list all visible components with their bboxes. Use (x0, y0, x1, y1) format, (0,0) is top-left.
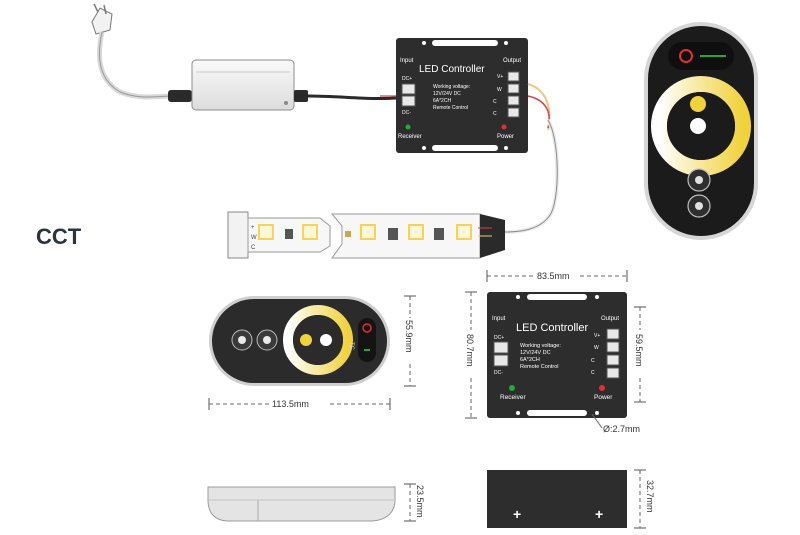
strip-pin-plus-label: + (251, 225, 255, 231)
remote-front-view: TC (209, 296, 390, 386)
controller-dc-plus-label: DC+ (494, 335, 504, 341)
controller-out-c1-label: C (591, 358, 595, 364)
dimensions-hole-diameter-label: Ø:2.7mm (603, 424, 640, 434)
remote-height-dimension: 55.9mm (404, 295, 416, 387)
plus-mark-label: + (513, 506, 521, 522)
controller-height-dimension: 80.7mm (465, 291, 477, 419)
controller-dc-minus-label: DC- (494, 370, 503, 376)
output-wires (504, 83, 560, 234)
controller-power-label: Power (594, 394, 613, 401)
controller-top-input-label: Input (400, 58, 414, 64)
controller-out-w-label: W (497, 87, 502, 93)
dimensions-controller-height-label: 80.7mm (465, 334, 475, 367)
controller-input-label-label: Input (492, 316, 506, 322)
controller-spec-2-label: 12V/24V DC (520, 350, 551, 356)
controller-width-dimension: 83.5mm (486, 270, 628, 282)
dimensions-remote-depth-label: 23.5mm (415, 485, 425, 518)
controller-spec-4-label: Remote Control (433, 105, 468, 111)
controller-out-c2-label: C (493, 111, 497, 117)
remote-logo-label: TC (348, 342, 354, 351)
controller-front-name: LED Controller (516, 322, 588, 334)
strip-pin-w-label: W (251, 235, 257, 241)
strip-led-chip (456, 224, 472, 240)
led-strip: + W C (227, 211, 505, 259)
controller-dc-minus-label: DC- (402, 110, 411, 116)
remote-width-dimension: 113.5mm (208, 398, 391, 410)
dimensions-controller-depth-label: 32.7mm (645, 480, 655, 513)
controller-top: Input Output LED Controller DC+ DC- Work… (396, 38, 528, 153)
controller-out-c1-label: C (493, 99, 497, 105)
strip-led-chip (360, 224, 376, 240)
controller-front-view: Input Output LED Controller DC+ DC- Work… (487, 292, 627, 418)
remote-side-view (207, 486, 396, 522)
controller-out-v-label: V+ (594, 333, 600, 339)
hole-diameter-callout: Ø:2.7mm (591, 413, 640, 434)
remote-photo: TC (644, 22, 758, 240)
controller-spec-3-label: 6A*2CH (433, 98, 451, 104)
controller-output-label-label: Output (601, 316, 619, 322)
controller-top-name: LED Controller (419, 64, 485, 75)
dimensions-remote-width-label: 113.5mm (272, 399, 309, 409)
controller-spec-1-label: Working voltage: (433, 84, 470, 90)
remote-depth-dimension: 23.5mm (404, 483, 425, 522)
controller-receiver-label: Receiver (500, 394, 526, 401)
controller-power-label: Power (497, 134, 514, 140)
strip-led-chip (408, 224, 424, 240)
controller-spec-1-label: Working voltage: (520, 343, 561, 349)
cct-title: CCT (36, 224, 82, 249)
mains-plug (91, 3, 173, 100)
power-supply (168, 59, 397, 111)
controller-out-w-label: W (594, 345, 599, 351)
power-led (501, 124, 507, 130)
dimensions-remote-height-label: 55.9mm (404, 320, 414, 353)
dimensions-controller-width-label: 83.5mm (537, 271, 570, 281)
strip-led-chip (258, 224, 274, 240)
controller-out-c2-label: C (591, 370, 595, 376)
strip-led-chip (302, 224, 318, 240)
controller-top-output-label: Output (503, 58, 521, 64)
controller-inner-height-dimension: 59.5mm (634, 306, 646, 403)
controller-spec-2-label: 12V/24V DC (433, 91, 461, 97)
controller-depth-dimension: 32.7mm (634, 469, 655, 529)
controller-side-view: + + (487, 470, 627, 528)
controller-spec-3-label: 6A*2CH (520, 357, 540, 363)
controller-receiver-label: Receiver (398, 134, 422, 140)
controller-dc-plus-label: DC+ (402, 76, 412, 82)
strip-pin-c-label: C (251, 245, 256, 251)
receiver-led (405, 124, 411, 130)
controller-out-v-label: V+ (497, 74, 503, 80)
plus-mark-label: + (595, 506, 603, 522)
controller-spec-4-label: Remote Control (520, 364, 559, 370)
dimensions-controller-inner-height-label: 59.5mm (634, 334, 644, 367)
